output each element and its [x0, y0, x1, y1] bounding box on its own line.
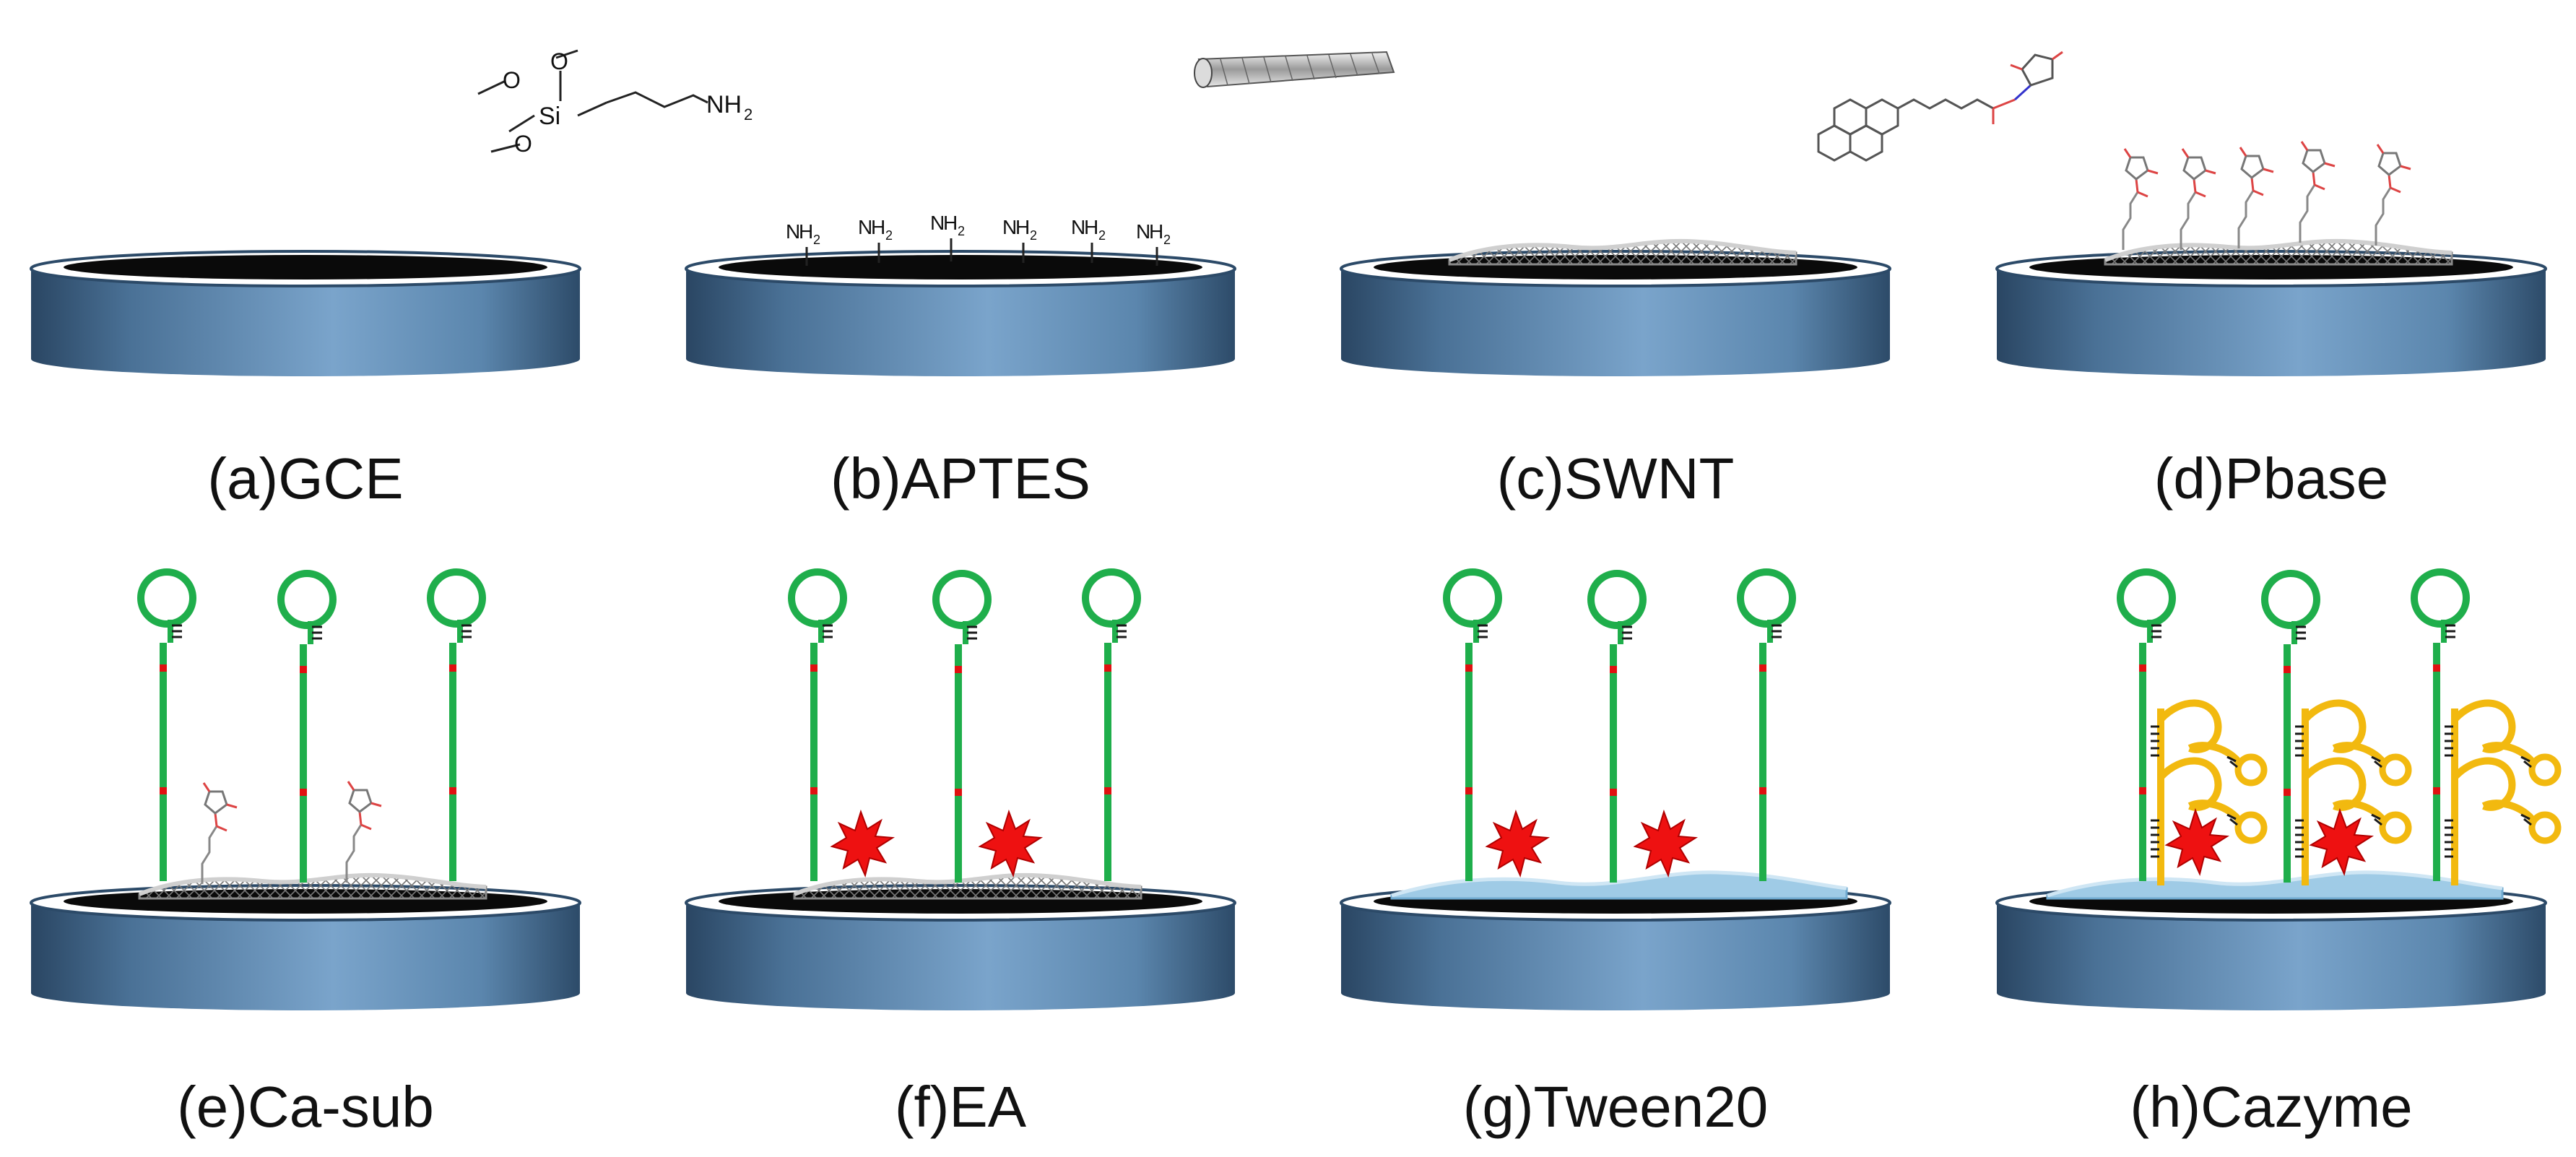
probe-e-1	[141, 572, 193, 881]
pbase-linker-4	[2299, 140, 2336, 244]
amine-groups	[805, 238, 1158, 266]
target-f-1	[831, 811, 893, 876]
target-h-1	[2166, 810, 2228, 875]
electrode-a	[30, 250, 581, 378]
electrode-f	[685, 884, 1236, 1012]
probe-e-3	[430, 572, 482, 881]
swnt-layer-f	[794, 875, 1141, 898]
svg-text:N: N	[858, 216, 872, 238]
probe-h-1	[2120, 572, 2172, 881]
svg-text:2: 2	[1098, 228, 1106, 243]
aptes-o3: O	[514, 131, 532, 157]
probe-h-2	[2265, 573, 2317, 883]
panel-c: (c)SWNT	[1194, 51, 1891, 511]
svg-text:H: H	[871, 216, 885, 238]
svg-text:H: H	[799, 220, 813, 243]
probe-g-3	[1740, 572, 1792, 881]
svg-text:H: H	[1084, 216, 1098, 238]
svg-text:N: N	[1002, 216, 1017, 238]
aptes-o2: O	[550, 48, 568, 74]
caption-a: (a)GCE	[207, 446, 403, 511]
swnt-layer-d	[2105, 241, 2452, 264]
swnt-layer-c	[1449, 241, 1796, 264]
svg-text:N: N	[1071, 216, 1085, 238]
pbase-linker-2	[2180, 147, 2217, 251]
target-g-2	[1634, 811, 1696, 876]
aptes-sub: 2	[744, 105, 753, 124]
aptes-o1: O	[503, 67, 521, 93]
caption-b: (b)APTES	[831, 446, 1090, 511]
probe-g-1	[1447, 572, 1499, 881]
panel-d: (d)Pbase	[1817, 51, 2547, 511]
nanotube-icon	[1194, 51, 1395, 88]
probe-e-2	[281, 573, 333, 883]
electrode-e	[30, 884, 581, 1012]
svg-text:2: 2	[958, 224, 965, 238]
pbase-molecule	[1817, 51, 2063, 162]
caption-f: (f)EA	[895, 1075, 1027, 1139]
svg-text:N: N	[786, 220, 800, 243]
probe-f-3	[1085, 572, 1137, 881]
probe-h-3	[2414, 572, 2466, 881]
linker-e-2	[345, 780, 383, 884]
caption-h: (h)Cazyme	[2130, 1075, 2412, 1139]
svg-text:2: 2	[1030, 228, 1037, 243]
svg-text:N: N	[930, 212, 945, 234]
panel-a: O O Si O NH 2 (a)GCE	[30, 48, 753, 511]
electrode-h	[1995, 884, 2547, 1012]
panel-h: (h)Cazyme	[1995, 572, 2558, 1139]
pbase-linker-5	[2375, 143, 2412, 247]
electrode-b	[685, 250, 1236, 378]
pbase-linker-3	[2237, 146, 2275, 250]
svg-text:H: H	[1149, 220, 1163, 243]
svg-text:H: H	[943, 212, 958, 234]
aptes-molecule: O O Si O NH 2	[477, 48, 753, 157]
linker-e-1	[201, 781, 238, 885]
pbase-linker-1	[2122, 147, 2159, 251]
panel-g: (g)Tween20	[1340, 572, 1891, 1139]
probe-g-2	[1591, 573, 1643, 883]
svg-text:2: 2	[885, 228, 893, 243]
target-g-1	[1486, 811, 1548, 876]
electrode-c	[1340, 250, 1891, 378]
caption-d: (d)Pbase	[2154, 446, 2389, 511]
aptes-si: Si	[539, 103, 560, 130]
caption-c: (c)SWNT	[1497, 446, 1735, 511]
target-h-2	[2310, 810, 2372, 875]
svg-text:N: N	[1136, 220, 1150, 243]
panel-f: (f)EA	[685, 572, 1236, 1139]
enzyme-h-3	[2445, 703, 2558, 885]
caption-g: (g)Tween20	[1463, 1075, 1768, 1139]
electrode-d	[1995, 250, 2547, 378]
probe-f-2	[936, 573, 988, 883]
aptes-nh: NH	[706, 91, 742, 118]
panel-e: (e)Ca-sub	[30, 572, 581, 1139]
svg-text:H: H	[1015, 216, 1030, 238]
svg-text:2: 2	[1163, 233, 1171, 247]
caption-e: (e)Ca-sub	[177, 1075, 434, 1139]
svg-text:2: 2	[813, 233, 820, 247]
tween-layer-g	[1392, 872, 1847, 898]
probe-f-1	[792, 572, 844, 881]
target-f-2	[979, 811, 1041, 876]
swnt-layer-e	[139, 875, 486, 898]
electrode-g	[1340, 884, 1891, 1012]
